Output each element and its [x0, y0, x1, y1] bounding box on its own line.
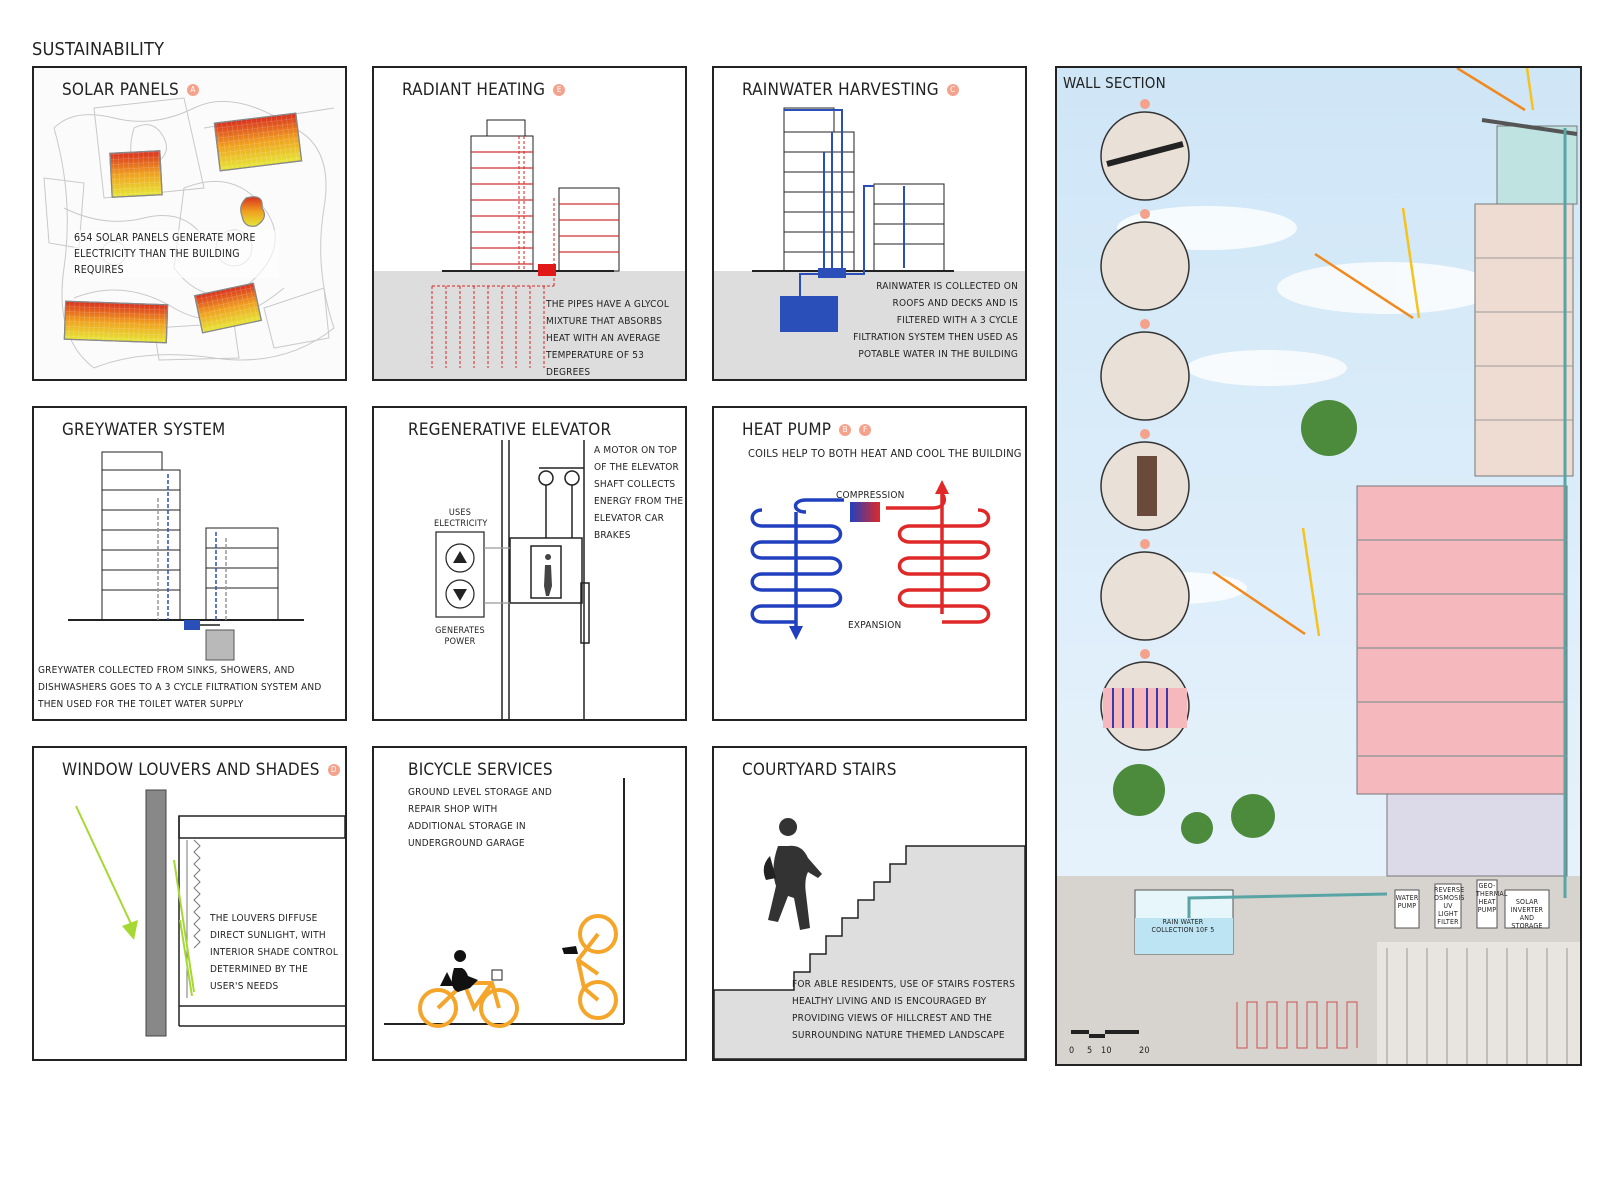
scale-label: 10 [1101, 1046, 1112, 1056]
wall-section-drawing [1057, 68, 1580, 1064]
panel-caption: GROUND LEVEL STORAGE AND REPAIR SHOP WIT… [408, 787, 553, 849]
panel-caption: THE LOUVERS DIFFUSE DIRECT SUNLIGHT, WIT… [210, 913, 339, 992]
wall-section-panel: WALL SECTION RAIN WATER COLLECTION 10F 5… [1055, 66, 1582, 1066]
panel-caption: RAINWATER IS COLLECTED ON ROOFS AND DECK… [853, 281, 1018, 360]
panel-title: BICYCLE SERVICES [408, 760, 553, 780]
panel-caption: FOR ABLE RESIDENTS, USE OF STAIRS FOSTER… [792, 979, 1016, 1041]
marker-badge: D [327, 764, 340, 776]
rain-tank-label: RAIN WATER COLLECTION 10F 5 [1151, 918, 1215, 934]
panel-caption: GREYWATER COLLECTED FROM SINKS, SHOWERS,… [38, 665, 322, 710]
marker-badge: B [839, 424, 852, 436]
panel-courtyard-stairs: COURTYARD STAIRS FOR ABLE RESIDENTS, USE… [712, 746, 1027, 1061]
scale-label: 20 [1139, 1046, 1150, 1056]
equipment-label: SOLAR INVERTER AND STORAGE [1510, 898, 1544, 930]
panel-bicycle-services: BICYCLE SERVICES GROUND LEVEL STORAGE AN… [372, 746, 687, 1061]
heat-pump-coil-diagram [750, 480, 991, 640]
marker-badge: F [859, 424, 872, 436]
louver-section-diagram [75, 789, 345, 1037]
radiant-heating-section-diagram [374, 119, 685, 379]
greywater-section-diagram [68, 451, 304, 661]
generates-power-label: GENERATES POWER [435, 626, 485, 647]
equipment-label: REVERSE OSMOSIS UV LIGHT FILTER [1434, 886, 1465, 926]
expansion-label: EXPANSION [848, 620, 902, 631]
page-title: SUSTAINABILITY [32, 39, 165, 60]
panel-caption: A MOTOR ON TOP OF THE ELEVATOR SHAFT COL… [594, 445, 684, 541]
bicycle-storage-diagram [384, 778, 625, 1028]
equipment-label: WATER PUMP [1395, 894, 1419, 910]
marker-badge: A [186, 84, 199, 96]
wall-section-title: WALL SECTION [1063, 74, 1166, 92]
panel-title: REGENERATIVE ELEVATOR [408, 420, 612, 440]
panel-greywater-system: GREYWATER SYSTEM GREYWATER COLLECTED FRO… [32, 406, 347, 721]
scale-bar-labels: 0 5 10 20 [1069, 1046, 1150, 1056]
panel-caption: 654 SOLAR PANELS GENERATE MORE ELECTRICI… [74, 230, 279, 278]
panel-title: GREYWATER SYSTEM [62, 420, 226, 440]
solar-site-plan-diagram [34, 68, 345, 379]
compression-label: COMPRESSION [836, 490, 905, 501]
elevator-diagram [435, 440, 590, 719]
scale-label: 5 [1087, 1046, 1093, 1056]
panel-title: COURTYARD STAIRS [742, 760, 897, 780]
panel-subtitle: COILS HELP TO BOTH HEAT AND COOL THE BUI… [748, 447, 1022, 460]
rainwater-section-diagram [714, 107, 1025, 379]
stairs-section-diagram [714, 818, 1025, 1059]
scale-label: 0 [1069, 1046, 1075, 1056]
marker-badge: C [946, 84, 959, 96]
equipment-label: GEO-THERMAL HEAT PUMP [1476, 882, 1508, 914]
uses-electricity-label: USES ELECTRICITY [434, 508, 488, 529]
panel-caption: THE PIPES HAVE A GLYCOL MIXTURE THAT ABS… [546, 299, 670, 378]
panel-regenerative-elevator: REGENERATIVE ELEVATOR A MOTOR ON TOP OF … [372, 406, 687, 721]
marker-badge: E [553, 84, 566, 96]
